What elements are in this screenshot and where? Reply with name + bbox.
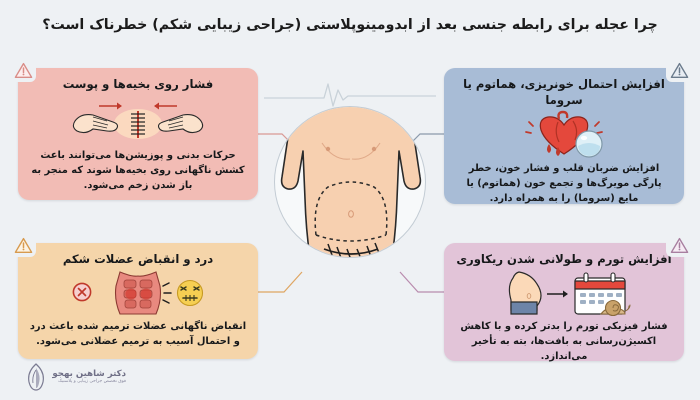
clinic-logo[interactable]: دکتر شاهین بهجو فوق تخصص جراحی زیبایی و …	[8, 360, 126, 394]
leaf-monogram-icon	[28, 363, 45, 391]
card-title: افزایش تورم و طولانی شدن ریکاوری	[456, 252, 672, 266]
warning-badge	[666, 58, 692, 82]
card-pressure-on-stitches[interactable]: فشار روی بخیه‌ها و پوست	[10, 58, 262, 204]
card-body: افزایش ضربان قلب و فشار خون، خطر پارگی م…	[466, 163, 662, 205]
card-title: افزایش احتمال خونریزی، هماتوم یا سروما	[463, 77, 665, 107]
logo-subtitle: فوق تخصص جراحی زیبایی و پلاستیک	[58, 379, 126, 385]
swollen-belly-calendar-snail-icon	[455, 270, 673, 318]
warning-triangle-icon	[670, 237, 688, 253]
heartbeat-line-icon	[264, 83, 436, 107]
heart-blood-drops-fluid-bubble-icon	[455, 110, 673, 160]
card-title: فشار روی بخیه‌ها و پوست	[62, 77, 214, 91]
warning-badge	[10, 233, 36, 257]
warning-triangle-icon	[14, 62, 32, 78]
card-abdominal-muscle-pain[interactable]: درد و انقباض عضلات شکم	[10, 233, 262, 363]
warning-badge	[666, 233, 692, 257]
card-bleeding-hematoma-seroma[interactable]: افزایش احتمال خونریزی، هماتوم یا سروما	[444, 58, 692, 208]
hands-pulling-stitched-wound-icon	[29, 95, 247, 147]
logo-doctor-name: دکتر شاهین بهجو	[52, 368, 126, 379]
abdominal-muscles-pain-face-icon	[29, 270, 247, 318]
torso-body-icon	[280, 107, 422, 257]
warning-badge	[10, 58, 36, 82]
card-body: انقباض ناگهانی عضلات ترمیم شده باعث درد …	[29, 320, 247, 347]
logo-text-block: دکتر شاهین بهجو فوق تخصص جراحی زیبایی و …	[52, 368, 126, 385]
card-swelling-longer-recovery[interactable]: افزایش تورم و طولانی شدن ریکاوری	[444, 233, 692, 365]
card-body: حرکات بدنی و پوزیشن‌ها می‌توانند باعث کش…	[31, 149, 245, 191]
warning-triangle-icon	[670, 62, 688, 78]
center-illustration	[264, 83, 436, 300]
card-title: درد و انقباض عضلات شکم	[62, 252, 214, 266]
page-title: چرا عجله برای رابطه جنسی بعد از ابدومینو…	[42, 17, 658, 33]
warning-triangle-icon	[14, 237, 32, 253]
torso-circle-frame	[274, 106, 426, 258]
card-body: فشار فیزیکی تورم را بدتر کرده و با کاهش …	[460, 320, 668, 362]
